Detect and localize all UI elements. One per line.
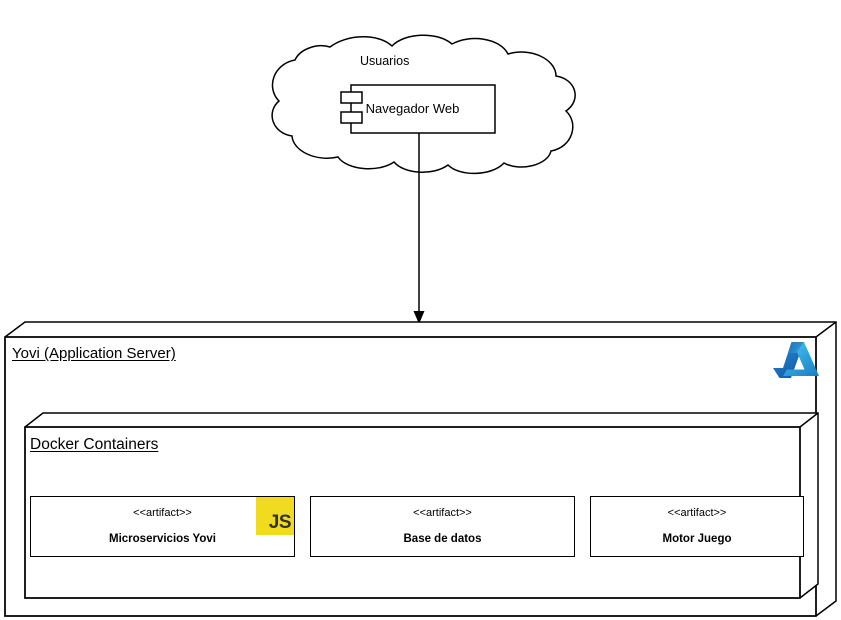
artifact-stereotype: <<artifact>> [133,507,192,519]
artifact-motor-juego[interactable]: <<artifact>> Motor Juego [590,496,804,557]
cloud-label-usuarios: Usuarios [360,54,410,68]
javascript-logo-text: JS [268,512,292,533]
artifact-microservicios-yovi[interactable]: <<artifact>> Microservicios Yovi JS [30,496,295,557]
artifact-name: Microservicios Yovi [109,533,216,545]
javascript-logo: JS [256,497,294,535]
docker-node-title: Docker Containers [30,436,159,453]
azure-logo-shape [773,342,819,378]
artifact-name: Motor Juego [662,533,732,545]
artifact-stereotype: <<artifact>> [413,507,472,519]
server-node-title: Yovi (Application Server) [12,345,176,362]
component-label-navegador-web: Navegador Web [365,101,460,116]
browser-to-server-arrow [413,133,425,324]
artifact-base-de-datos[interactable]: <<artifact>> Base de datos [310,496,575,557]
navegador-web-component [340,84,496,134]
artifact-stereotype: <<artifact>> [667,507,727,519]
artifact-name: Base de datos [403,533,482,545]
